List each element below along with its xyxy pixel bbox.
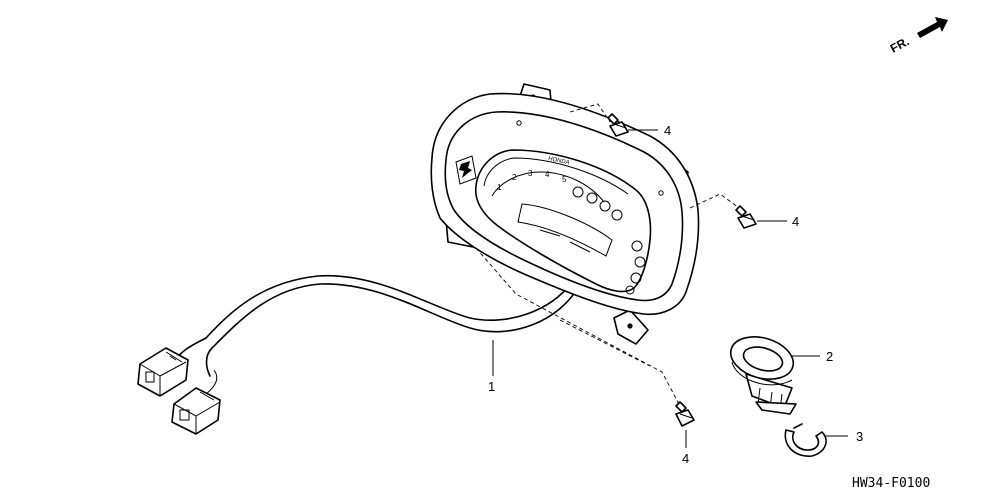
screw-bottom bbox=[675, 401, 695, 427]
digital-display bbox=[517, 203, 613, 257]
tachometer-scale: 1 2 3 4 5 bbox=[491, 169, 605, 203]
front-direction-marker: FR. bbox=[888, 17, 948, 56]
callout-labels: 1 2 3 4 4 4 bbox=[488, 123, 863, 466]
callout-label-meter: 1 bbox=[488, 379, 495, 394]
connector-upper bbox=[137, 347, 189, 397]
callout-label-clip: 3 bbox=[856, 429, 863, 444]
clip bbox=[784, 423, 827, 457]
screw-right bbox=[735, 205, 757, 229]
svg-text:4: 4 bbox=[545, 170, 550, 179]
callout-label-screw-bottom: 4 bbox=[682, 451, 689, 466]
svg-text:5: 5 bbox=[562, 175, 567, 184]
svg-text:1: 1 bbox=[497, 183, 502, 192]
connector-lower bbox=[171, 387, 221, 435]
meter-assembly: 1 2 3 4 5 HONDA bbox=[137, 83, 700, 435]
callout-label-screw-right: 4 bbox=[792, 214, 799, 229]
callout-label-screw-top: 4 bbox=[664, 123, 671, 138]
drawing-code: HW34-F0100 bbox=[852, 476, 930, 491]
svg-text:2: 2 bbox=[512, 173, 517, 182]
front-direction-label: FR. bbox=[888, 34, 912, 55]
brand-plate: HONDA bbox=[455, 155, 570, 185]
meter-bezel bbox=[444, 111, 684, 302]
wiring-harness bbox=[211, 283, 581, 349]
screw-top bbox=[607, 113, 629, 137]
grommet bbox=[729, 336, 797, 415]
brand-text: HONDA bbox=[548, 156, 570, 166]
callout-label-grommet: 2 bbox=[826, 349, 833, 364]
indicator-lamps bbox=[572, 186, 646, 295]
callout-leaders bbox=[475, 103, 848, 448]
svg-text:3: 3 bbox=[528, 169, 533, 178]
front-arrow-icon bbox=[917, 17, 948, 38]
dial-window bbox=[474, 149, 652, 293]
